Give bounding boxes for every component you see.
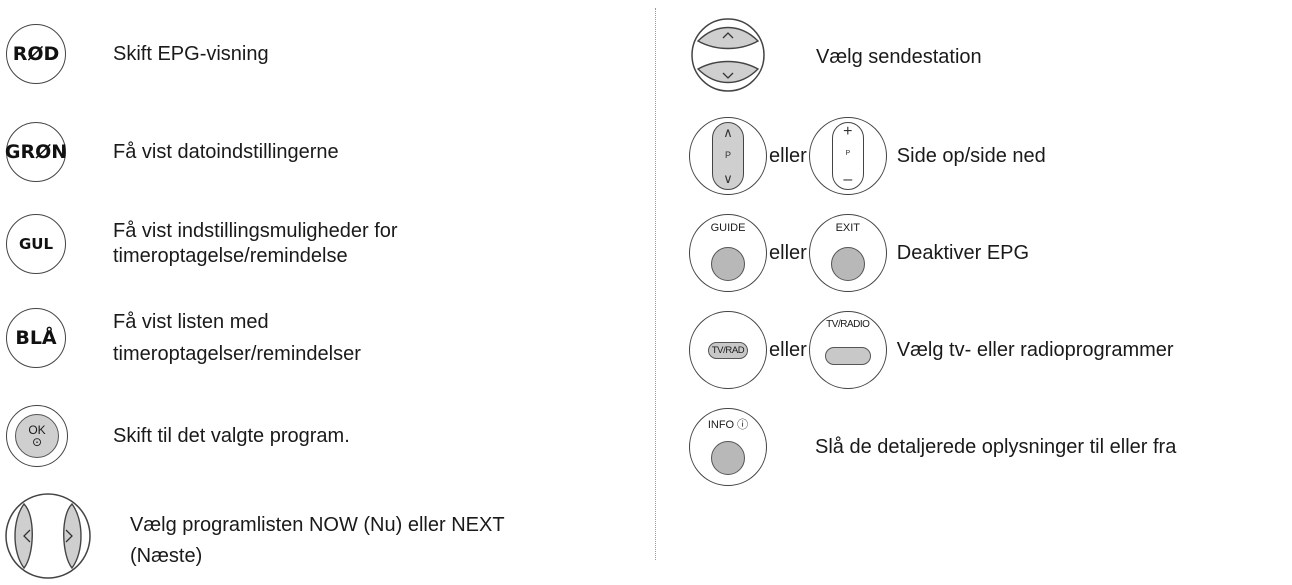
up-down-buttons[interactable] [688, 17, 768, 98]
tvrad-button[interactable]: TV/RAD [689, 311, 767, 389]
yellow-button[interactable]: GUL [6, 214, 66, 274]
tvradio-button[interactable]: TV/RADIO [808, 311, 887, 389]
page-pill-grey: ∧ P ∨ [712, 122, 744, 190]
plus-icon: + [843, 123, 853, 140]
eller-connector: eller [769, 144, 807, 167]
row-info: INFO ⓘ Slå de detaljerede oplysninger ti… [689, 408, 1176, 486]
green-button[interactable]: GRØN [4, 122, 68, 182]
ok-desc: Skift til det valgte program. [113, 424, 350, 447]
green-desc: Få vist datoindstillingerne [113, 140, 339, 163]
column-divider [655, 8, 656, 560]
info-desc: Slå de detaljerede oplysninger til eller… [815, 435, 1177, 458]
ok-dot-icon: ⊙ [31, 435, 43, 449]
guide-button-label: GUIDE [710, 222, 746, 234]
chevron-down-icon: ∨ [723, 171, 733, 186]
red-button[interactable]: RØD [6, 24, 66, 84]
page-pill-label-2: P [845, 150, 851, 157]
row-ok: OK ⊙ Skift til det valgte program. [6, 405, 350, 467]
page-desc: Side op/side ned [896, 144, 1046, 167]
row-yellow: GUL Få vist indstillingsmuligheder for t… [6, 214, 398, 274]
blue-button[interactable]: BLÅ [6, 308, 66, 368]
yellow-button-label: GUL [18, 235, 54, 253]
info-dot [711, 441, 745, 475]
red-desc: Skift EPG-visning [113, 42, 269, 65]
info-icon: ⓘ [734, 419, 749, 431]
eller-connector-3: eller [769, 338, 807, 361]
minus-icon: – [843, 171, 853, 188]
blue-desc-line2: timeroptagelser/remindelser [113, 343, 361, 365]
ok-button[interactable]: OK ⊙ [6, 405, 68, 467]
row-tvrad: TV/RAD eller TV/RADIO Vælg tv- eller rad… [689, 311, 1174, 389]
info-text: INFO [707, 419, 735, 431]
row-guide: GUIDE eller EXIT Deaktiver EPG [689, 214, 1029, 292]
nav-desc-line2: (Næste) [130, 544, 203, 567]
row-red: RØD Skift EPG-visning [6, 24, 269, 84]
chevron-up-icon: ∧ [723, 125, 733, 140]
tvradio-capsule [824, 347, 871, 365]
updown-desc: Vælg sendestation [816, 46, 982, 68]
green-button-label: GRØN [4, 141, 68, 163]
page-pill-white: + P – [831, 122, 864, 190]
guide-dot [711, 247, 745, 281]
guide-desc: Deaktiver EPG [896, 241, 1030, 264]
row-green: GRØN Få vist datoindstillingerne [4, 122, 339, 182]
left-right-arrows-icon [5, 493, 91, 579]
exit-button-label: EXIT [835, 222, 861, 234]
blue-desc: Få vist listen med timeroptagelser/remin… [113, 306, 361, 370]
nav-desc-line1: Vælg programlisten NOW (Nu) eller NEXT [130, 513, 505, 536]
row-nav-lr: Vælg programlisten NOW (Nu) eller NEXT (… [4, 492, 505, 585]
page-button-white[interactable]: + P – [808, 117, 887, 195]
guide-button[interactable]: GUIDE [689, 214, 767, 292]
yellow-desc-line1: Få vist indstillingsmuligheder for [113, 220, 398, 242]
exit-dot [830, 247, 865, 281]
nav-desc: Vælg programlisten NOW (Nu) eller NEXT (… [130, 508, 505, 570]
red-button-label: RØD [12, 43, 60, 65]
row-page: ∧ P ∨ eller + P – Side op/side ned [689, 117, 1046, 195]
page-button-grey[interactable]: ∧ P ∨ [689, 117, 767, 195]
left-right-buttons[interactable] [4, 492, 100, 585]
tvrad-label: TV/RAD [707, 341, 749, 359]
blue-desc-line1: Få vist listen med [113, 311, 269, 333]
blue-button-label: BLÅ [15, 327, 57, 349]
info-button[interactable]: INFO ⓘ [689, 408, 767, 486]
tvrad-desc: Vælg tv- eller radioprogrammer [896, 338, 1174, 361]
ok-button-inner: OK ⊙ [15, 414, 59, 458]
ok-button-label: OK [28, 423, 46, 437]
row-updown: Vælg sendestation [688, 17, 982, 98]
tvradio-label: TV/RADIO [826, 319, 870, 330]
row-blue: BLÅ Få vist listen med timeroptagelser/r… [6, 306, 361, 370]
eller-connector-2: eller [769, 241, 807, 264]
yellow-desc-line2: timeroptagelse/remindelse [113, 245, 348, 267]
yellow-desc: Få vist indstillingsmuligheder for timer… [113, 219, 398, 269]
exit-button[interactable]: EXIT [808, 214, 887, 292]
info-button-label: INFO ⓘ [690, 416, 766, 432]
page-pill-label: P [724, 150, 731, 160]
